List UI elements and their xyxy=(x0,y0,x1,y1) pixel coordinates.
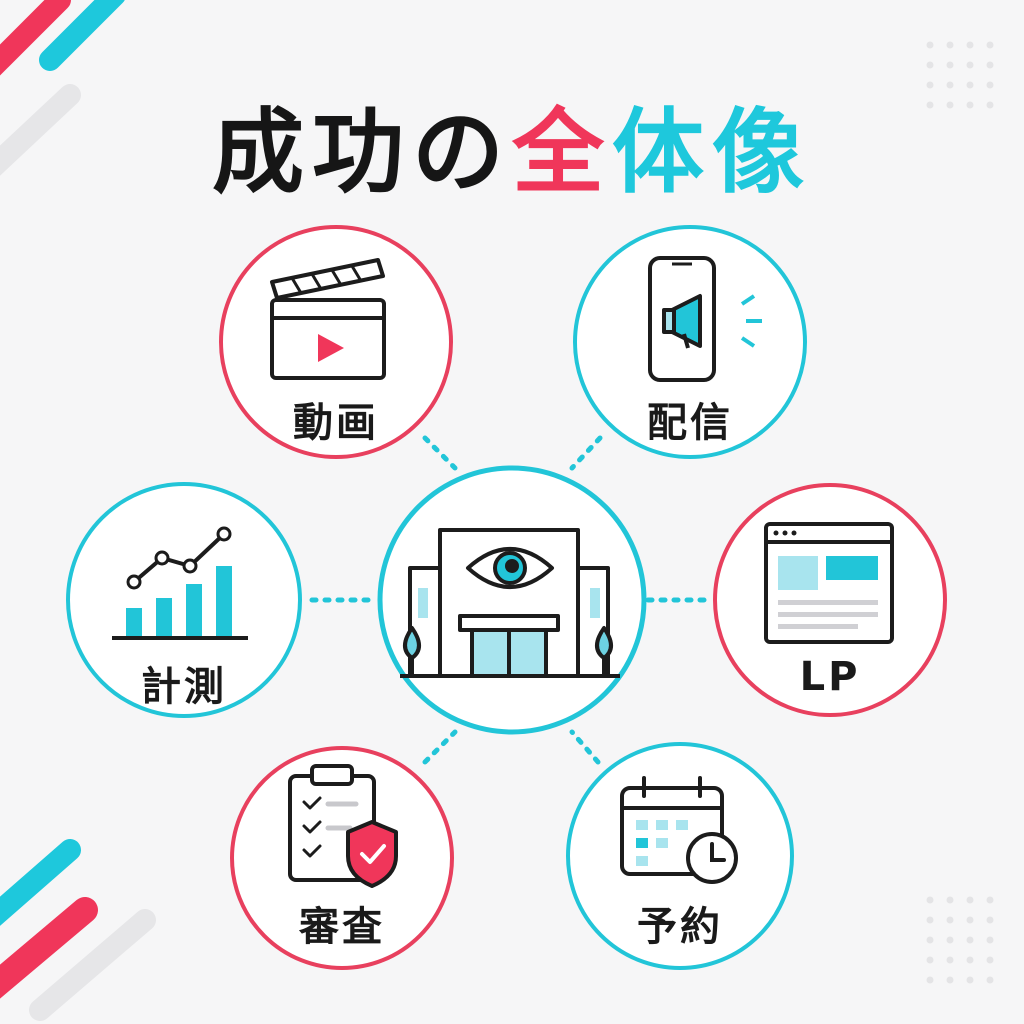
title-part-red: 全 xyxy=(511,99,612,206)
building-with-eye-icon xyxy=(400,528,620,678)
bar-line-chart-icon xyxy=(112,526,248,640)
title-part-cyan: 体像 xyxy=(612,99,813,206)
label-booking: 予約 xyxy=(637,904,723,950)
clapperboard-play-icon xyxy=(270,258,386,380)
title-part-dark: 成功の xyxy=(211,99,512,206)
connector-review xyxy=(422,729,458,765)
node-measurement xyxy=(66,482,302,718)
connectors xyxy=(309,435,713,765)
corner-stripes-top-left xyxy=(0,0,125,176)
calendar-clock-icon xyxy=(620,776,738,884)
page-title: 成功の全体像 xyxy=(0,78,1024,211)
node-booking xyxy=(566,742,794,970)
web-page-icon xyxy=(764,522,894,644)
smartphone-megaphone-icon xyxy=(648,256,762,382)
node-video xyxy=(219,225,453,459)
dot-grid-bottom-right xyxy=(926,896,994,984)
node-review xyxy=(230,746,454,970)
label-delivery: 配信 xyxy=(647,400,733,446)
node-delivery xyxy=(573,225,807,459)
node-lp xyxy=(713,483,947,717)
connector-booking xyxy=(569,729,601,765)
center-node xyxy=(377,465,647,735)
label-measurement: 計測 xyxy=(141,664,227,710)
label-lp: LP xyxy=(799,654,861,700)
label-video: 動画 xyxy=(293,400,379,446)
label-review: 審査 xyxy=(299,904,385,950)
dot-grid-top-right xyxy=(926,41,994,109)
checklist-shield-icon xyxy=(288,764,398,888)
corner-stripes-bottom-left xyxy=(0,839,156,1021)
